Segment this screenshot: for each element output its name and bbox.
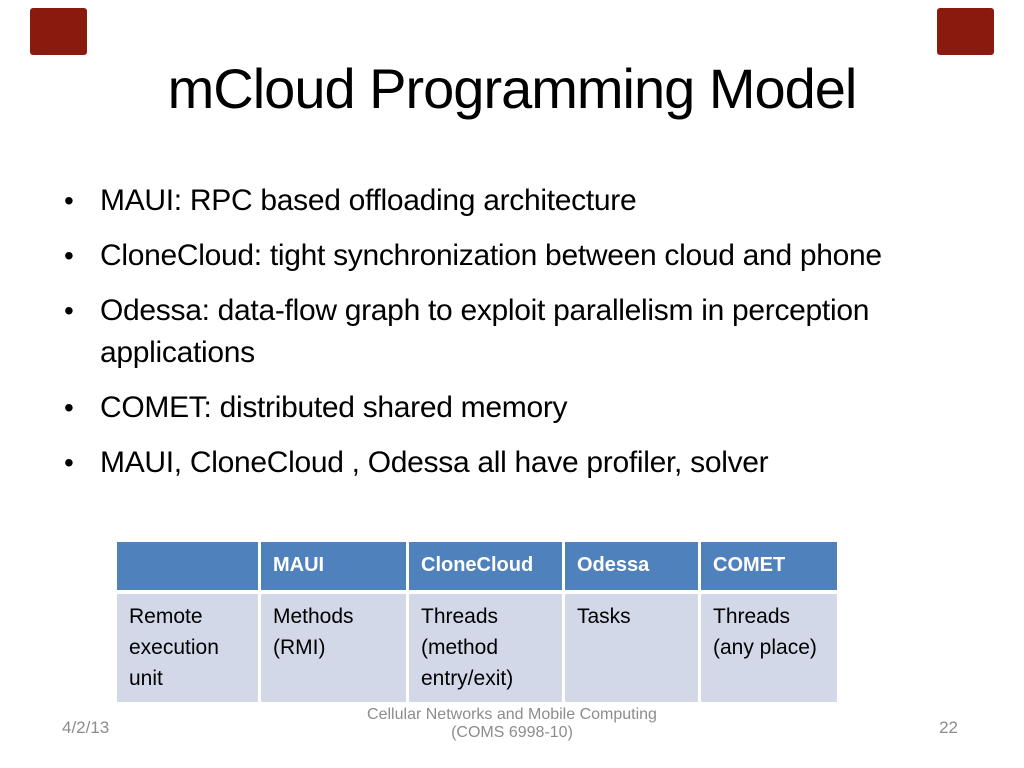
bullet-dot-icon: • [64, 447, 74, 478]
bullet-item: • MAUI, CloneCloud , Odessa all have prof… [62, 442, 930, 484]
footer-page-number: 22 [939, 718, 958, 737]
bullet-text: COMET: distributed shared memory [100, 391, 568, 424]
bullet-item: • MAUI: RPC based offloading architecture [62, 180, 930, 222]
table-cell-comet: Threads (any place) [698, 590, 837, 702]
table-row: Remote execution unit Methods (RMI) Thre… [117, 590, 837, 702]
table-header-cell-clonecloud: CloneCloud [406, 542, 562, 590]
bullet-dot-icon: • [64, 240, 74, 271]
table-header-cell-blank [117, 542, 258, 590]
slide-title: mCloud Programming Model [167, 57, 858, 120]
table-header-cell-comet: COMET [698, 542, 837, 590]
table-cell-row-label: Remote execution unit [117, 590, 258, 702]
bullet-text: Odessa: data-flow graph to exploit paral… [100, 294, 870, 369]
corner-accent-right [937, 8, 994, 55]
bullet-dot-icon: • [64, 185, 74, 216]
bullet-item: • CloneCloud: tight synchronization betwe… [62, 235, 930, 277]
corner-accent-left [30, 8, 87, 55]
table-cell-odessa: Tasks [562, 590, 698, 702]
footer-course-line2: (COMS 6998-10) [451, 724, 573, 741]
footer-course-title: Cellular Networks and Mobile Computing (… [0, 706, 1024, 742]
footer-course-line1: Cellular Networks and Mobile Computing [367, 706, 657, 723]
bullet-dot-icon: • [64, 295, 74, 326]
table-header-cell-maui: MAUI [258, 542, 406, 590]
bullet-list: • MAUI: RPC based offloading architecture… [62, 180, 930, 497]
table-cell-clonecloud: Threads (method entry/exit) [406, 590, 562, 702]
table-header-cell-odessa: Odessa [562, 542, 698, 590]
bullet-text: MAUI: RPC based offloading architecture [100, 184, 637, 217]
bullet-text: MAUI, CloneCloud , Odessa all have profi… [100, 446, 769, 479]
bullet-dot-icon: • [64, 392, 74, 423]
bullet-item: • Odessa: data-flow graph to exploit para… [62, 290, 930, 374]
table-cell-maui: Methods (RMI) [258, 590, 406, 702]
bullet-text: CloneCloud: tight synchronization betwee… [100, 239, 882, 272]
table-header-row: MAUI CloneCloud Odessa COMET [117, 542, 837, 590]
footer-date: 4/2/13 [62, 718, 110, 737]
comparison-table: MAUI CloneCloud Odessa COMET Remote exec… [117, 542, 837, 702]
bullet-item: • COMET: distributed shared memory [62, 387, 930, 429]
